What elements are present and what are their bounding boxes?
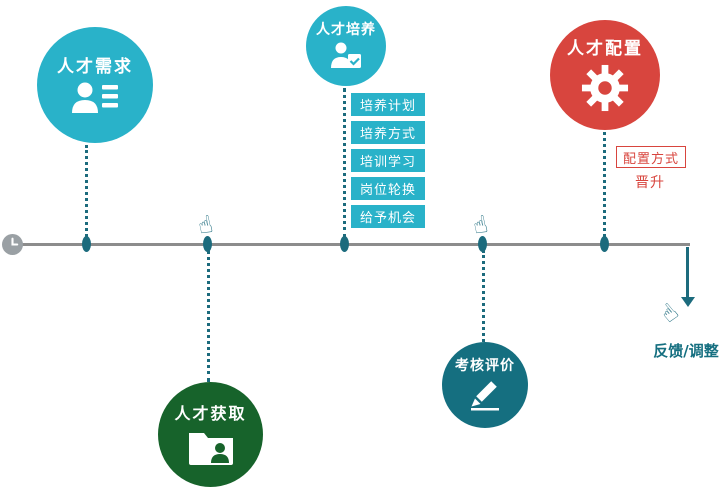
node-talent-assess: 考核评价 [442, 342, 528, 428]
timeline-node-marker [82, 236, 91, 252]
connector-acquire [207, 250, 210, 382]
feedback-label: 反馈/调整 [653, 342, 719, 360]
clock-icon [2, 234, 23, 255]
node-talent-allocate: 人才配置 [550, 20, 660, 130]
node-talent-assess-label: 考核评价 [455, 358, 515, 374]
arrow-down-icon [681, 297, 695, 307]
gear-icon [581, 64, 629, 116]
pencil-icon [467, 379, 503, 415]
node-talent-demand: 人才需求 [37, 27, 153, 143]
develop-item: 培养方式 [351, 121, 425, 144]
node-talent-acquire: 人才获取 [158, 382, 263, 487]
develop-item: 培训学习 [351, 149, 425, 172]
allocate-box-label: 配置方式 [616, 146, 686, 168]
node-talent-develop-label: 人才培养 [316, 22, 376, 38]
timeline-node-marker [478, 236, 487, 252]
timeline-axis [12, 243, 690, 246]
timeline-node-marker [600, 236, 609, 252]
connector-develop [343, 88, 346, 238]
allocate-sub-label: 晋升 [635, 175, 665, 191]
connector-allocate [603, 132, 606, 237]
hand-icon: ☝ [195, 209, 216, 241]
connector-demand [85, 145, 88, 237]
develop-item: 培养计划 [351, 93, 425, 116]
folder-user-icon [187, 429, 235, 469]
develop-item: 岗位轮换 [351, 177, 425, 200]
timeline-node-marker [203, 236, 212, 252]
develop-item: 给予机会 [351, 205, 425, 228]
user-list-icon [72, 82, 118, 118]
connector-assess [482, 250, 485, 342]
node-talent-acquire-label: 人才获取 [174, 404, 247, 423]
hand-icon: ☝ [654, 297, 684, 329]
feedback-connector [686, 247, 689, 297]
node-talent-develop: 人才培养 [306, 6, 386, 86]
node-talent-allocate-label: 人才配置 [567, 39, 643, 59]
user-check-icon [330, 42, 362, 73]
timeline-node-marker [340, 236, 349, 252]
hand-icon: ☝ [470, 209, 491, 241]
node-talent-demand-label: 人才需求 [57, 57, 133, 77]
